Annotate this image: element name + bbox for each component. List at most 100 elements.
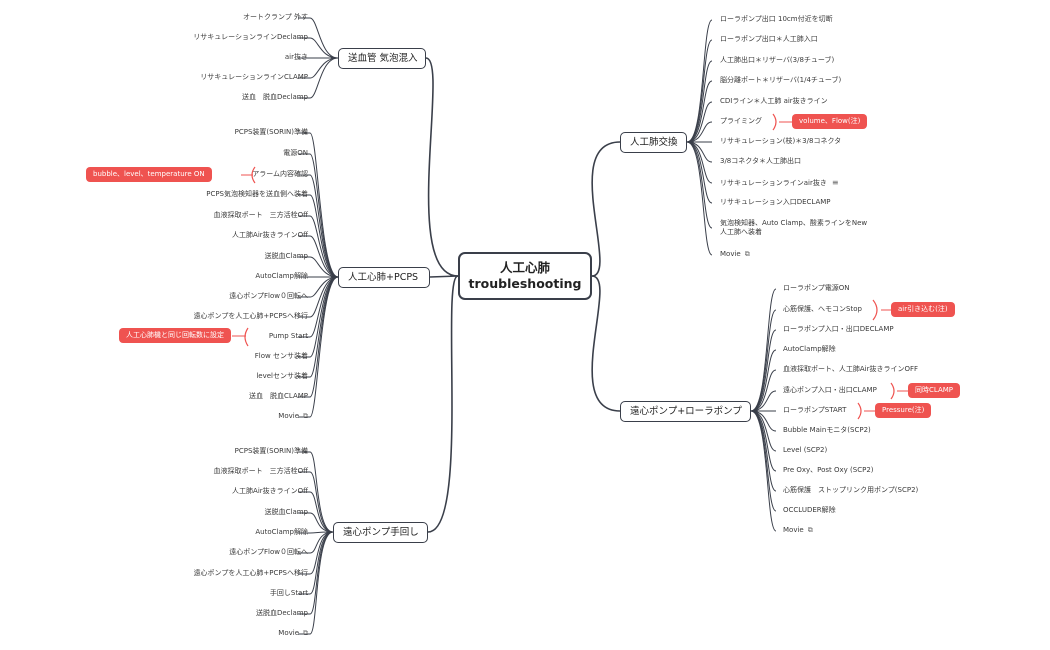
list-item[interactable]: リサキュレーションラインCLAMP xyxy=(200,73,308,81)
note-icon[interactable]: ≡ xyxy=(831,178,839,187)
sub-branch-line xyxy=(309,132,339,278)
sub-branch-line xyxy=(309,256,339,278)
topic-roller[interactable]: 遠心ポンプ+ローラポンプ xyxy=(620,401,751,422)
list-item[interactable]: 脳分離ポート＊リザーバ(1/4チューブ) xyxy=(720,76,842,84)
sub-branch-line xyxy=(309,57,339,99)
list-item[interactable]: 人工肺Air抜きラインOff xyxy=(232,487,308,495)
list-item[interactable]: AutoClamp解除 xyxy=(783,345,836,353)
callout-tag[interactable]: volume、Flow(注) xyxy=(792,114,868,129)
list-item[interactable]: CDIライン＊人工肺 air抜きライン xyxy=(720,97,828,105)
external-link-icon[interactable]: ⧉ xyxy=(303,412,308,420)
sub-branch-line xyxy=(309,512,334,533)
list-item[interactable]: 送脱血Clamp xyxy=(264,508,308,516)
list-item[interactable]: 心筋保護、ヘモコンStop xyxy=(783,305,862,313)
list-item[interactable]: ローラポンプ出口 10cm付近を切断 xyxy=(720,15,833,23)
list-item[interactable]: 遠心ポンプFlow０回転へ xyxy=(229,292,308,300)
list-item[interactable]: ローラポンプ入口・出口DECLAMP xyxy=(783,325,894,333)
topic-temawashi[interactable]: 遠心ポンプ手回し xyxy=(333,522,428,543)
main-branch-line xyxy=(429,275,459,278)
external-link-icon[interactable]: ⧉ xyxy=(303,629,308,637)
sub-branch-line xyxy=(309,153,339,278)
list-item[interactable]: Flow センサ装着 xyxy=(254,352,308,360)
list-item[interactable]: 血液採取ポート 三方活栓Off xyxy=(213,467,308,475)
list-item[interactable]: 人工肺出口＊リザーバ(3/8チューブ) xyxy=(720,56,835,64)
central-topic-line2: troubleshooting xyxy=(468,276,582,291)
list-item[interactable]: AutoClamp解除 xyxy=(255,272,308,280)
list-item[interactable]: 送血 脱血CLAMP xyxy=(249,392,308,400)
list-item[interactable]: Pump Start xyxy=(268,332,308,340)
list-item[interactable]: AutoClamp解除 xyxy=(255,528,308,536)
list-item-with-note[interactable]: リサキュレーションラインair抜き ≡ xyxy=(720,178,839,188)
list-item[interactable]: air抜き xyxy=(284,53,308,61)
list-item[interactable]: PCPS装置(SORIN)準備 xyxy=(234,447,308,455)
central-topic-line1: 人工心肺 xyxy=(499,260,550,275)
sub-branch-line xyxy=(686,19,713,143)
item-label: リサキュレーションラインair抜き xyxy=(720,179,827,187)
list-item[interactable]: 遠心ポンプFlow０回転へ xyxy=(229,548,308,556)
callout-tag[interactable]: 人工心肺機と同じ回転数に設定 xyxy=(119,328,231,343)
sub-branch-line xyxy=(309,194,339,278)
list-item[interactable]: 電源ON xyxy=(283,149,308,157)
main-branch-line xyxy=(591,141,621,277)
movie-label: Movie xyxy=(720,250,741,258)
list-item[interactable]: 送血 脱血Declamp xyxy=(241,93,308,101)
external-link-icon[interactable]: ⧉ xyxy=(744,250,750,258)
list-item[interactable]: ローラポンプSTART xyxy=(783,406,847,414)
sub-branch-line xyxy=(686,121,713,143)
sub-branch-line xyxy=(750,309,777,412)
callout-tag[interactable]: Pressure(注) xyxy=(875,403,932,418)
list-item[interactable]: OCCLUDER解除 xyxy=(783,506,836,514)
list-item[interactable]: 送脱血Declamp xyxy=(255,609,308,617)
external-link-icon[interactable]: ⧉ xyxy=(807,526,813,534)
list-item[interactable]: 手回しStart xyxy=(269,589,308,597)
list-item-movie[interactable]: Movie⧉ xyxy=(783,526,813,535)
sub-branch-line xyxy=(750,329,777,412)
sub-branch-line xyxy=(309,57,339,79)
callout-tag[interactable]: 同時CLAMP xyxy=(908,383,960,398)
topic-jinkohai[interactable]: 人工肺交換 xyxy=(620,132,687,153)
list-item[interactable]: オートクランプ 外す xyxy=(242,13,308,21)
list-item[interactable]: 遠心ポンプ入口・出口CLAMP xyxy=(783,386,877,394)
list-item[interactable]: 遠心ポンプを人工心肺+PCPSへ移行 xyxy=(193,312,308,320)
callout-tag[interactable]: air引き込む(注) xyxy=(891,302,955,317)
sub-branch-line xyxy=(750,390,777,412)
list-item[interactable]: アラーム内容確認 xyxy=(252,170,308,178)
list-item[interactable]: 血液採取ポート、人工肺Air抜きラインOFF xyxy=(783,365,919,373)
list-item[interactable]: levelセンサ装着 xyxy=(256,372,308,380)
callout-bracket xyxy=(772,113,777,131)
list-item-movie[interactable]: Movie⧉ xyxy=(278,412,308,421)
list-item[interactable]: Bubble Mainモニタ(SCP2) xyxy=(783,426,871,434)
list-item[interactable]: リサキュレーション入口DECLAMP xyxy=(720,198,831,206)
sub-branch-line xyxy=(309,37,339,59)
sub-branch-line xyxy=(309,491,334,533)
list-item[interactable]: 心筋保護 ストップリンク用ポンプ(SCP2) xyxy=(783,486,919,494)
list-item-multiline[interactable]: 気泡検知器、Auto Clamp、酸素ラインをNew 人工肺へ装着 xyxy=(720,219,867,237)
list-item[interactable]: 3/8コネクタ＊人工肺出口 xyxy=(720,157,801,165)
list-item[interactable]: 遠心ポンプを人工心肺+PCPSへ移行 xyxy=(193,569,308,577)
central-topic[interactable]: 人工心肺 troubleshooting xyxy=(458,252,592,300)
list-item[interactable]: Level (SCP2) xyxy=(783,446,828,454)
topic-pcps[interactable]: 人工心肺+PCPS xyxy=(338,267,430,288)
main-branch-line xyxy=(425,57,459,277)
list-item-movie[interactable]: Movie⧉ xyxy=(720,250,750,259)
sub-branch-line xyxy=(686,60,713,143)
movie-label: Movie xyxy=(278,629,299,637)
list-item-movie[interactable]: Movie ⧉ xyxy=(278,629,308,638)
list-item[interactable]: PCPS装置(SORIN)準備 xyxy=(234,128,308,136)
list-item[interactable]: 送脱血Clamp xyxy=(264,252,308,260)
list-item[interactable]: ローラポンプ電源ON xyxy=(783,284,850,292)
list-item[interactable]: ローラポンプ出口＊人工肺入口 xyxy=(720,35,818,43)
list-item[interactable]: PCPS気泡検知器を送血側へ装着 xyxy=(206,190,308,198)
sub-branch-line xyxy=(686,141,713,204)
list-item[interactable]: リサキュレーションラインDeclamp xyxy=(193,33,308,41)
list-item[interactable]: リサキュレーション(枝)＊3/8コネクタ xyxy=(720,137,842,145)
list-item[interactable]: 人工肺Air抜きラインOff xyxy=(232,231,308,239)
list-item[interactable]: 血液採取ポート 三方活栓Off xyxy=(213,211,308,219)
sub-branch-line xyxy=(686,39,713,143)
callout-tag[interactable]: bubble、level、temperature ON xyxy=(86,167,212,182)
main-branch-line xyxy=(591,275,621,412)
topic-soketsu[interactable]: 送血管 気泡混入 xyxy=(338,48,426,69)
list-item[interactable]: プライミング xyxy=(720,117,762,125)
list-item[interactable]: Pre Oxy、Post Oxy (SCP2) xyxy=(783,466,874,474)
